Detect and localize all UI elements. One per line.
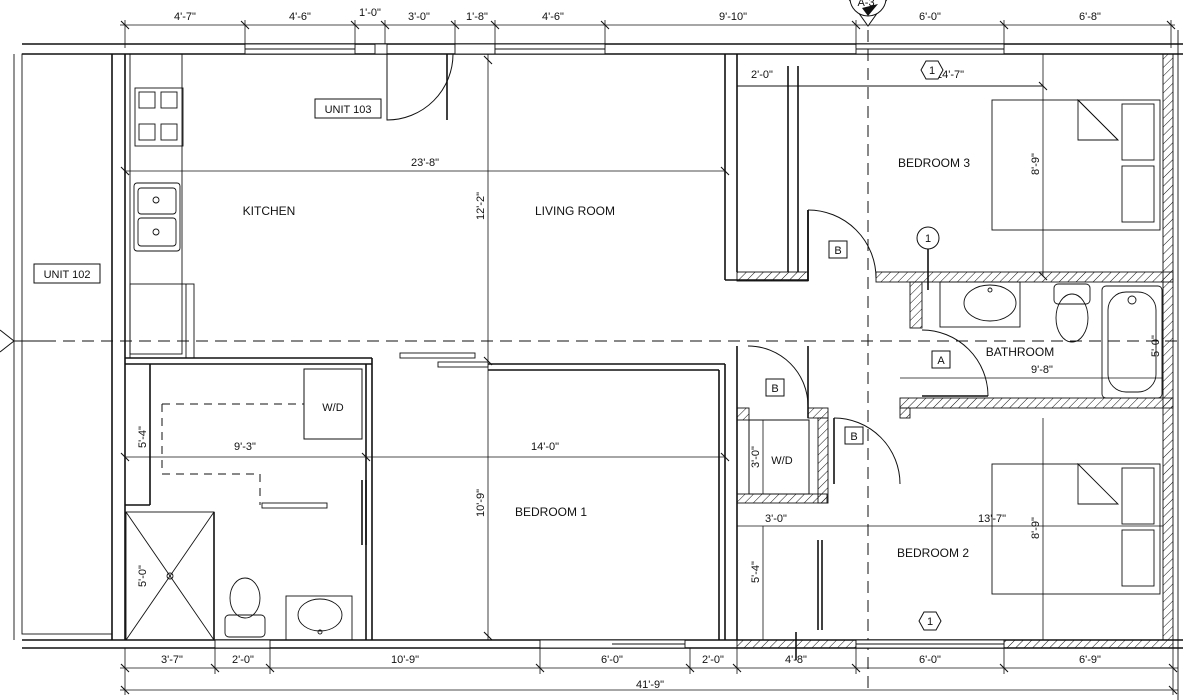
window-tag-bottom: 1 — [918, 611, 942, 631]
room-label-bedroom-1: BEDROOM 1 — [515, 505, 587, 519]
bedroom-2-bed — [991, 462, 1161, 595]
door-tag-b-bedroom3: B — [828, 240, 848, 259]
dim-overall: 41'-9" — [636, 679, 664, 691]
svg-text:1: 1 — [929, 65, 935, 77]
svg-text:1: 1 — [927, 616, 933, 628]
dim-14-7: 14'-7" — [936, 69, 964, 81]
interior-dims-upper: 23'-8" 12'-2" 10'-9" — [120, 54, 730, 641]
unit-102-label: UNIT 102 — [33, 263, 101, 284]
dim-top-1: 4'-7" — [174, 11, 196, 23]
dim-9-3: 9'-3" — [234, 441, 256, 453]
bedroom-1-walls — [125, 352, 726, 641]
top-windows — [244, 43, 1005, 55]
dim-5-0-shower: 5'-0" — [137, 565, 149, 587]
bedroom-2-dims: 13'-7" 8'-9" — [822, 418, 1163, 640]
svg-text:A: A — [937, 355, 945, 367]
door-tag-b-closet: B — [765, 378, 785, 397]
top-dimension-string: 4'-7" 4'-6" 1'-0" 3'-0" 1'-8" 4'-6" 9'-1… — [120, 7, 1176, 48]
dim-bottom-5: 2'-0" — [702, 654, 724, 666]
dim-top-7: 9'-10" — [719, 11, 747, 23]
wd-1-label: W/D — [322, 402, 343, 414]
door-tag-b-bedroom2: B — [844, 426, 864, 445]
dim-top-9: 6'-8" — [1079, 11, 1101, 23]
svg-text:UNIT 102: UNIT 102 — [44, 269, 91, 281]
dim-3-0-h: 3'-0" — [765, 513, 787, 525]
dim-bottom-3: 10'-9" — [391, 654, 419, 666]
dim-13-7: 13'-7" — [978, 513, 1006, 525]
svg-text:UNIT 103: UNIT 103 — [325, 104, 372, 116]
door-tag-a: A — [931, 350, 951, 369]
window-tag-top: 1 — [920, 60, 944, 80]
room-label-bathroom: BATHROOM — [986, 345, 1054, 359]
section-marker: A-3 — [848, 0, 888, 27]
bedroom-3-door — [807, 209, 877, 281]
room-label-bedroom-3: BEDROOM 3 — [898, 156, 970, 170]
dim-5-0-bath: 5'-0" — [1150, 335, 1162, 357]
entry-door — [386, 53, 454, 121]
dim-top-8: 6'-0" — [919, 11, 941, 23]
room-label-kitchen: KITCHEN — [243, 204, 296, 218]
dim-top-6: 4'-6" — [542, 11, 564, 23]
room-label-bedroom-2: BEDROOM 2 — [897, 546, 969, 560]
wd-2-label: W/D — [771, 455, 792, 467]
dim-3-0-v: 3'-0" — [750, 446, 762, 468]
hall-closet: W/D — [736, 345, 901, 640]
window-tag-bath: 1 — [916, 226, 940, 290]
room-label-living-room: LIVING ROOM — [535, 204, 615, 218]
hall-dims: 3'-0" 3'-0" 5'-4" — [737, 420, 822, 640]
dim-9-8: 9'-8" — [1031, 364, 1053, 376]
dim-top-2: 4'-6" — [289, 11, 311, 23]
dim-bottom-6: 4'-8" — [785, 654, 807, 666]
bedroom-3-dims: 2'-0" 14'-7" 8'-9" — [737, 54, 1048, 281]
dim-top-5: 1'-8" — [466, 11, 488, 23]
svg-text:B: B — [850, 431, 857, 443]
dim-bottom-1: 3'-7" — [161, 654, 183, 666]
dim-10-9: 10'-9" — [475, 489, 487, 517]
dim-8-9-top: 8'-9" — [1030, 153, 1042, 175]
bottom-walls — [214, 632, 1174, 660]
dim-14-0: 14'-0" — [531, 441, 559, 453]
svg-text:B: B — [771, 383, 778, 395]
exterior-walls — [13, 30, 1183, 700]
bedroom-3-bed — [991, 98, 1161, 231]
svg-text:1: 1 — [925, 233, 931, 245]
dim-bottom-8: 6'-9" — [1079, 654, 1101, 666]
dim-23-8: 23'-8" — [411, 157, 439, 169]
grid-lines — [0, 30, 1183, 690]
dim-2-0: 2'-0" — [751, 69, 773, 81]
dim-bottom-7: 6'-0" — [919, 654, 941, 666]
kitchen-fixtures — [129, 53, 195, 359]
dim-5-4-right: 5'-4" — [750, 561, 762, 583]
lower-left-bath-fixtures — [224, 577, 353, 641]
dim-8-9-bot: 8'-9" — [1030, 517, 1042, 539]
bathroom-fixtures — [939, 281, 1163, 399]
section-marker-label: A-3 — [857, 0, 874, 9]
dim-5-4-left: 5'-4" — [137, 426, 149, 448]
svg-text:B: B — [834, 245, 841, 257]
bottom-dimension-string: 3'-7" 2'-0" 10'-9" 6'-0" 2'-0" 4'-8" 6'-… — [120, 648, 1178, 695]
bathroom-walls — [899, 281, 1174, 419]
bathroom-dims: 9'-8" 5'-0" — [900, 282, 1164, 398]
dim-12-2: 12'-2" — [475, 192, 487, 220]
dim-bottom-4: 6'-0" — [601, 654, 623, 666]
closet-outline: W/D — [161, 368, 363, 509]
dim-top-4: 3'-0" — [408, 11, 430, 23]
unit-103-label: UNIT 103 — [314, 98, 382, 119]
dim-bottom-2: 2'-0" — [232, 654, 254, 666]
interior-dims-bedroom1: 9'-3" 14'-0" 5'-4" 5'-0" — [120, 364, 730, 587]
dim-top-3: 1'-0" — [359, 7, 381, 19]
